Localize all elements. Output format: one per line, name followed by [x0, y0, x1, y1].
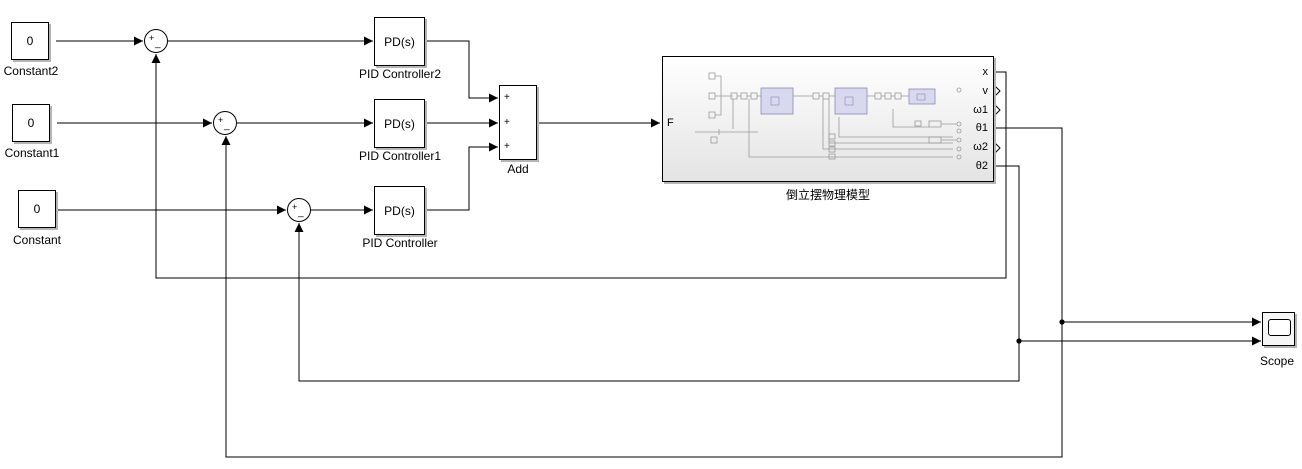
- sum-plus-sign: +: [292, 202, 298, 212]
- add-label: Add: [507, 162, 529, 176]
- subsystem-label: 倒立摆物理模型: [785, 188, 870, 202]
- subsystem-output-port-x: x: [982, 66, 989, 78]
- sum1-plus-sign: +: [218, 115, 224, 125]
- pid-controller-text: PD(s): [384, 203, 415, 218]
- pid-controller1-block[interactable]: PD(s): [374, 99, 425, 148]
- feedback-line-theta2[interactable]: [294, 165, 1020, 382]
- pid-controller2-block[interactable]: PD(s): [374, 17, 425, 66]
- sum1-minus-sign: _: [224, 120, 230, 131]
- subsystem-output-port-v: v: [982, 85, 989, 97]
- scope-block[interactable]: [1262, 312, 1295, 346]
- constant1-value: 0: [27, 116, 35, 130]
- constant2-block[interactable]: 0: [11, 22, 49, 60]
- branch-point: [1016, 338, 1022, 344]
- subsystem-output-port-omega1: ω1: [973, 104, 988, 116]
- constant-block[interactable]: 0: [18, 190, 56, 228]
- feedback-line-x[interactable]: [151, 54, 1007, 279]
- sum2-plus-sign: +: [149, 33, 155, 43]
- output-port-chevron: [993, 84, 1001, 98]
- pid-controller1-text: PD(s): [384, 116, 415, 131]
- pid-controller-block[interactable]: PD(s): [374, 186, 425, 235]
- sum-block[interactable]: + _: [287, 198, 311, 222]
- branch-point: [1059, 319, 1065, 325]
- add-sign-1: +: [504, 92, 510, 103]
- output-port-chevron: [993, 141, 1001, 155]
- pid-controller2-text: PD(s): [384, 34, 415, 49]
- pid-controller-label: PID Controller: [362, 236, 438, 250]
- constant1-block[interactable]: 0: [12, 104, 50, 142]
- sum1-block[interactable]: + _: [213, 111, 237, 135]
- add-sign-3: +: [504, 141, 510, 152]
- sum2-block[interactable]: + _: [144, 29, 168, 53]
- output-port-chevron: [993, 103, 1001, 117]
- add-block[interactable]: [499, 85, 537, 160]
- sum2-minus-sign: _: [155, 38, 161, 49]
- subsystem-output-port-theta2: θ2: [975, 160, 988, 172]
- constant2-label: Constant2: [3, 64, 59, 78]
- constant2-value: 0: [26, 34, 34, 48]
- pid-controller2-label: PID Controller2: [358, 67, 442, 81]
- feedback-line-theta1[interactable]: [221, 127, 1063, 458]
- pendulum-subsystem-block[interactable]: F x v ω1 θ1 ω2 θ2: [662, 56, 994, 182]
- sum-minus-sign: _: [298, 207, 304, 218]
- subsystem-output-port-theta1: θ1: [975, 122, 988, 134]
- pid-controller1-label: PID Controller1: [358, 149, 442, 163]
- scope-screen-icon: [1268, 319, 1291, 336]
- scope-label: Scope: [1259, 354, 1295, 368]
- subsystem-input-port-f: F: [667, 117, 674, 129]
- add-sign-2: +: [504, 117, 510, 128]
- constant-label: Constant: [12, 233, 62, 247]
- signal-line-pid2-add[interactable]: [425, 40, 498, 103]
- constant1-label: Constant1: [4, 146, 60, 160]
- subsystem-thumbnail: [695, 72, 962, 160]
- subsystem-output-port-omega2: ω2: [973, 141, 988, 153]
- constant-value: 0: [33, 202, 41, 216]
- signal-line-pid-add[interactable]: [425, 142, 498, 211]
